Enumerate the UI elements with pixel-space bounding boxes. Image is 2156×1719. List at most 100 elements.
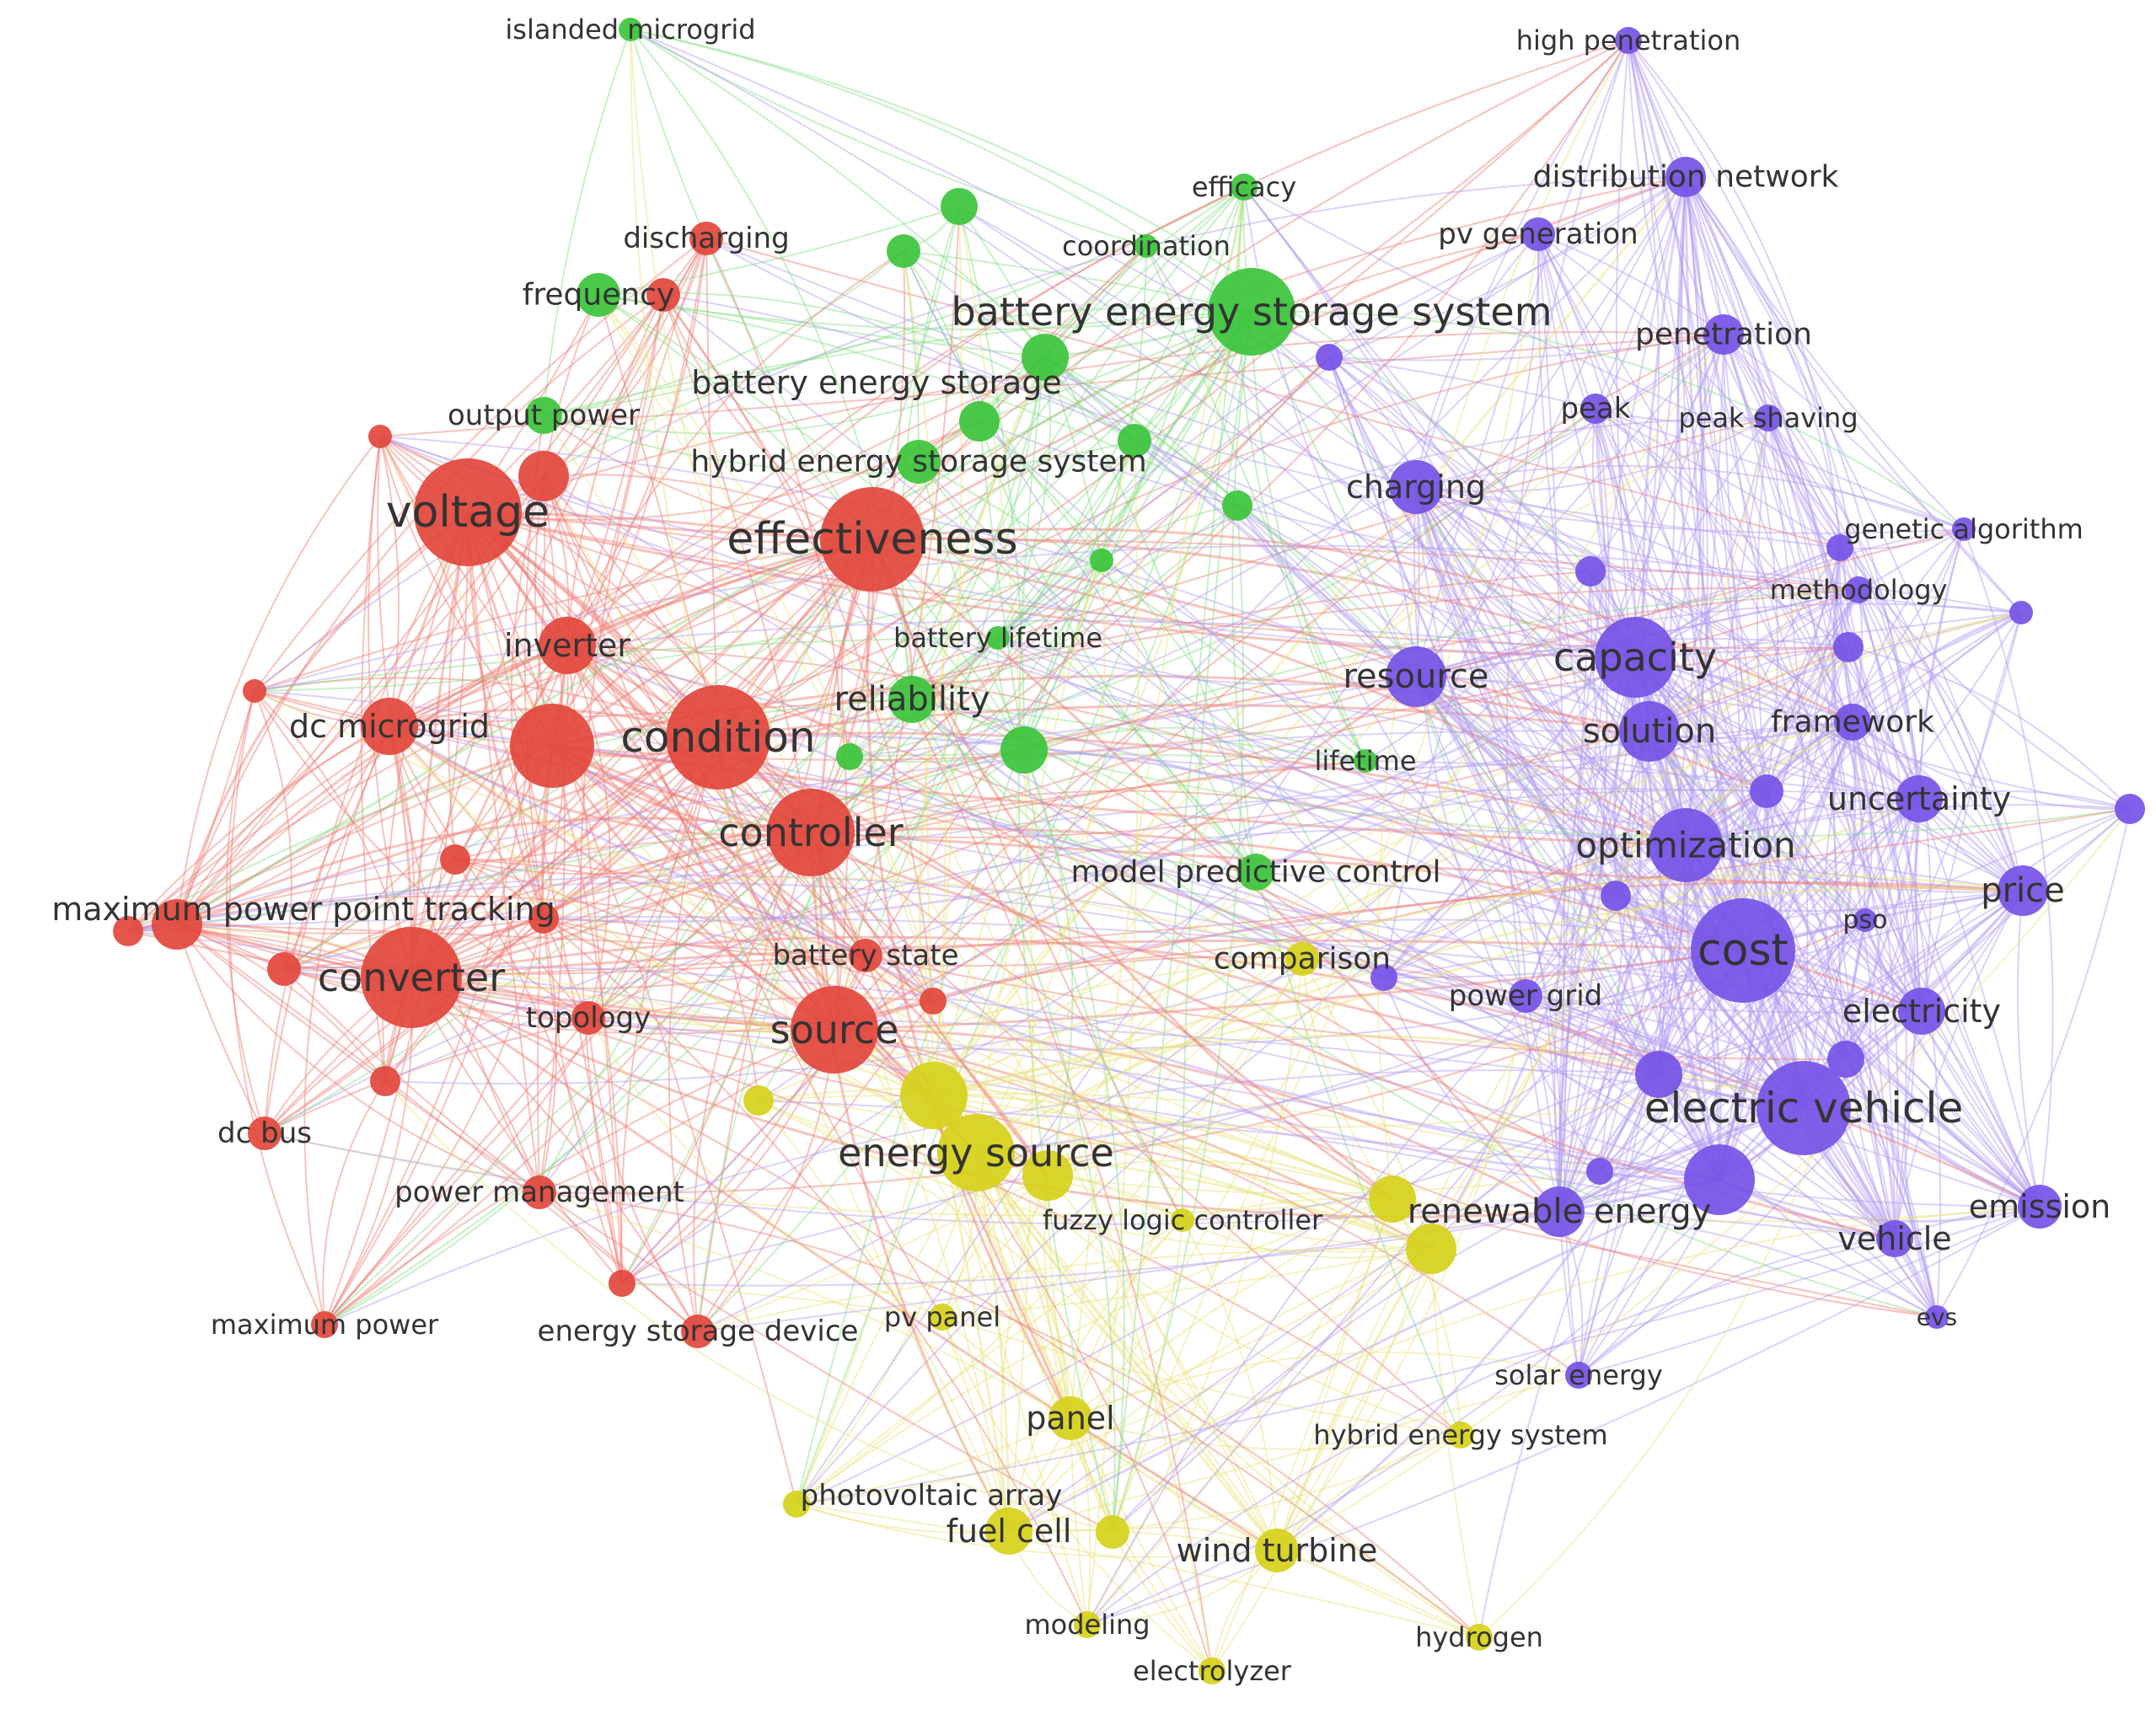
node-y5[interactable] <box>1022 1150 1073 1201</box>
node-p10[interactable] <box>1601 881 1631 911</box>
node-p7[interactable] <box>1635 1051 1682 1098</box>
node-energy-source[interactable] <box>937 1114 1015 1192</box>
node-source[interactable] <box>791 986 878 1074</box>
node-power-grid[interactable] <box>1509 979 1542 1013</box>
node-topology[interactable] <box>571 1001 605 1035</box>
node-p5[interactable] <box>1750 774 1783 808</box>
node-optimization[interactable] <box>1649 808 1723 882</box>
node-p9[interactable] <box>1586 1158 1613 1185</box>
node-pv-generation[interactable] <box>1521 217 1555 251</box>
node-dc-bus[interactable] <box>248 1117 282 1150</box>
node-uncertainty[interactable] <box>1896 775 1943 822</box>
node-framework[interactable] <box>1834 704 1871 741</box>
node-p2[interactable] <box>1575 556 1606 586</box>
node-y6[interactable] <box>1096 1515 1129 1549</box>
node-wind-turbine[interactable] <box>1255 1529 1299 1572</box>
node-hydrogen[interactable] <box>1466 1624 1493 1651</box>
node-pv-panel[interactable] <box>929 1304 956 1331</box>
node-r6[interactable] <box>440 844 470 875</box>
node-hybrid-energy-storage-system[interactable] <box>897 440 941 484</box>
node-battery-energy-storage[interactable] <box>1022 334 1069 381</box>
node-resource[interactable] <box>1386 646 1446 707</box>
node-cost[interactable] <box>1691 898 1795 1003</box>
node-genetic-algorithm[interactable] <box>1952 517 1976 541</box>
node-electrolyzer[interactable] <box>1199 1657 1225 1684</box>
node-condition[interactable] <box>666 685 770 790</box>
node-converter[interactable] <box>361 927 462 1028</box>
node-effectiveness[interactable] <box>820 487 925 592</box>
node-efficacy[interactable] <box>1231 174 1258 201</box>
node-r11[interactable] <box>920 988 947 1015</box>
node-coordination[interactable] <box>1134 234 1158 258</box>
node-p4[interactable] <box>2009 601 2033 624</box>
node-pso[interactable] <box>1853 908 1877 932</box>
node-g6[interactable] <box>1222 490 1252 521</box>
node-p8[interactable] <box>1827 1041 1864 1078</box>
node-y4[interactable] <box>1406 1224 1456 1274</box>
node-p11[interactable] <box>1370 964 1397 991</box>
node-electric-vehicle[interactable] <box>1756 1061 1851 1155</box>
node-model-predictive-control[interactable] <box>1237 854 1274 891</box>
node-p12[interactable] <box>1684 1144 1755 1215</box>
node-g2[interactable] <box>887 234 920 268</box>
node-mppt[interactable] <box>152 899 202 950</box>
node-maximum-power[interactable] <box>311 1311 338 1338</box>
node-solar-energy[interactable] <box>1565 1362 1592 1389</box>
node-electricity[interactable] <box>1898 988 1945 1035</box>
node-r9[interactable] <box>370 1066 400 1096</box>
node-g5[interactable] <box>1118 424 1151 458</box>
node-battery-energy-storage-system[interactable] <box>1208 268 1295 356</box>
node-battery-lifetime[interactable] <box>986 626 1010 650</box>
node-solution[interactable] <box>1619 701 1680 762</box>
node-discharging[interactable] <box>689 222 723 255</box>
node-price[interactable] <box>1998 865 2048 916</box>
node-r10[interactable] <box>609 1270 636 1297</box>
node-g3[interactable] <box>959 401 1000 442</box>
node-output-power[interactable] <box>525 397 562 434</box>
node-r3[interactable] <box>646 278 680 312</box>
node-frequency[interactable] <box>577 273 620 317</box>
node-voltage[interactable] <box>414 458 522 566</box>
node-renewable-energy[interactable] <box>1534 1186 1585 1237</box>
node-peak[interactable] <box>1580 394 1611 424</box>
node-modeling[interactable] <box>1074 1611 1101 1638</box>
node-p3[interactable] <box>1833 632 1864 662</box>
node-r5[interactable] <box>243 679 266 703</box>
node-controller[interactable] <box>767 789 855 876</box>
node-energy-storage-device[interactable] <box>681 1315 715 1348</box>
node-power-management[interactable] <box>523 1175 556 1209</box>
node-emission[interactable] <box>2018 1185 2062 1229</box>
node-p1[interactable] <box>1316 344 1343 371</box>
node-charging[interactable] <box>1389 460 1443 514</box>
node-g8[interactable] <box>836 743 863 770</box>
node-evs[interactable] <box>1925 1305 1949 1329</box>
node-r1[interactable] <box>510 704 594 788</box>
node-r8[interactable] <box>267 952 301 986</box>
node-y1[interactable] <box>900 1062 968 1129</box>
node-peak-shaving[interactable] <box>1755 404 1782 431</box>
node-hybrid-energy-system[interactable] <box>1447 1422 1474 1449</box>
node-y2[interactable] <box>743 1085 774 1116</box>
node-r2[interactable] <box>518 451 569 501</box>
node-r4[interactable] <box>368 425 392 448</box>
node-penetration[interactable] <box>1703 314 1744 355</box>
node-methodology[interactable] <box>1845 576 1872 603</box>
node-comparison[interactable] <box>1285 942 1319 976</box>
node-dc-microgrid[interactable] <box>361 698 418 755</box>
node-photovoltaic-array[interactable] <box>783 1491 810 1518</box>
node-islanded-microgrid[interactable] <box>619 18 642 41</box>
node-capacity[interactable] <box>1595 617 1676 698</box>
node-high-penetration[interactable] <box>1615 27 1642 54</box>
node-g7[interactable] <box>1090 549 1113 572</box>
node-y3[interactable] <box>1369 1175 1416 1223</box>
node-lifetime[interactable] <box>1354 749 1377 773</box>
node-battery-state[interactable] <box>849 939 882 972</box>
node-vehicle[interactable] <box>1876 1220 1913 1257</box>
node-fuel-cell[interactable] <box>985 1507 1032 1555</box>
node-distribution-network[interactable] <box>1665 157 1706 197</box>
node-panel[interactable] <box>1049 1396 1092 1440</box>
node-g1[interactable] <box>941 188 978 225</box>
node-r12[interactable] <box>528 903 559 934</box>
node-p6[interactable] <box>2115 794 2145 824</box>
node-p13[interactable] <box>1826 534 1853 561</box>
